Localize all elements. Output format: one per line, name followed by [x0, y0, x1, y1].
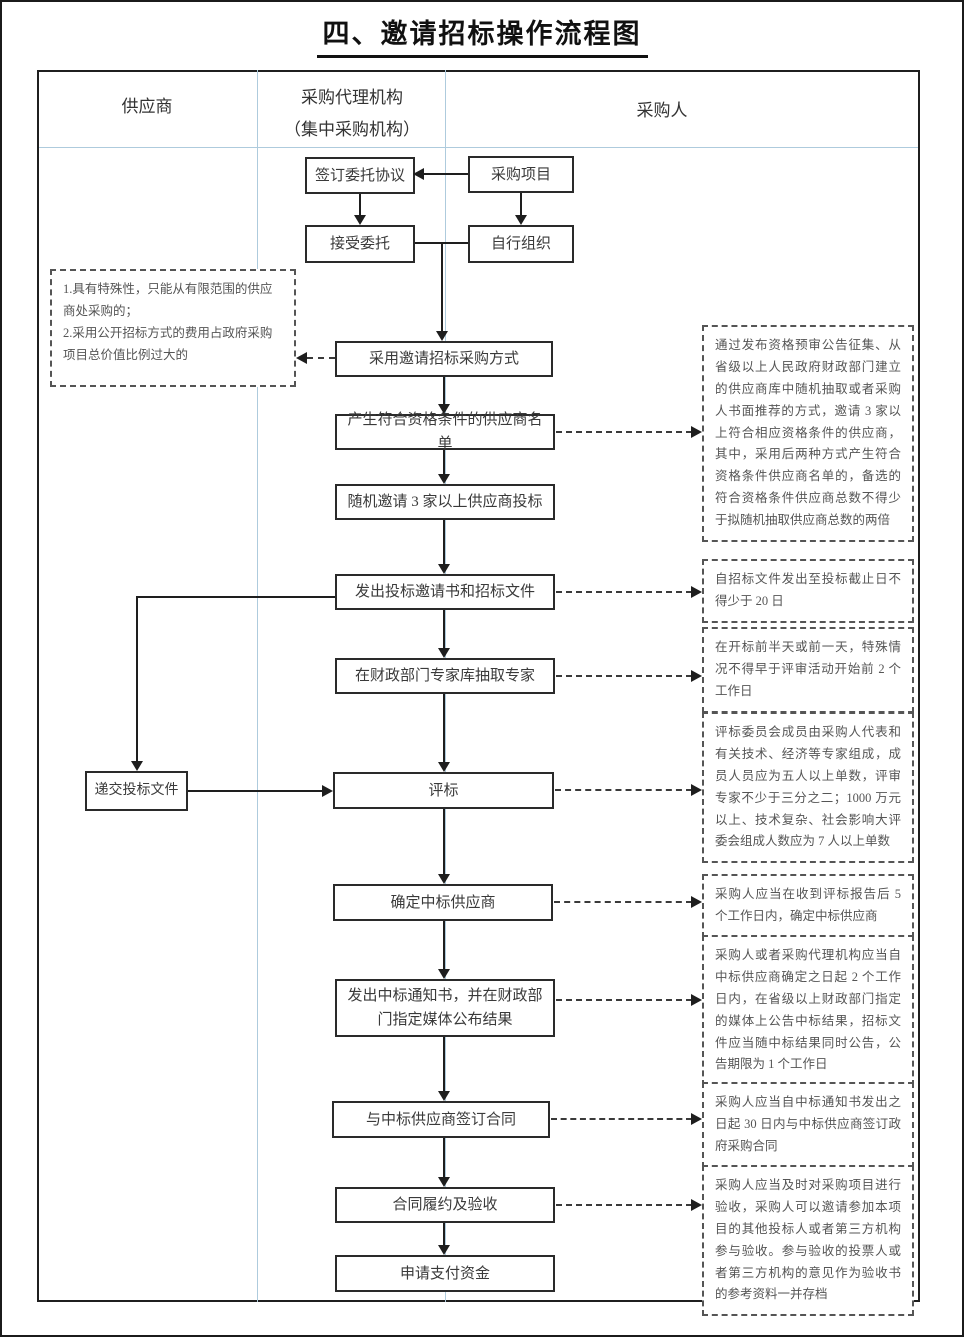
arrow-right-into-30days-note [691, 1113, 702, 1125]
arrow-down-into-apply-payment [438, 1245, 450, 1255]
arrow-down-into-submit-bid [131, 761, 143, 771]
box-determine-winner: 确定中标供应商 [333, 884, 553, 921]
line-project-down [520, 193, 522, 216]
arrow-down-into-draw-experts [438, 648, 450, 658]
arrow-down-into-evaluate [438, 762, 450, 772]
line-submit-to-evaluate [188, 790, 323, 792]
line-adopt-to-list [443, 377, 445, 405]
box-generate-list: 产生符合资格条件的供应商名单 [335, 412, 555, 452]
line-contract-to-acceptance [443, 1138, 445, 1178]
dashed-list-to-qualification [556, 431, 692, 433]
arrow-down-into-generate-list [438, 404, 450, 414]
line-invitation-elbow-vertical [136, 596, 138, 762]
box-submit-bid-documents: 递交投标文件 [85, 771, 188, 811]
box-issue-notice: 发出中标通知书，并在财政部门指定媒体公布结果 [335, 979, 555, 1037]
note-condition-1: 1.具有特殊性，只能从有限范围的供应商处采购的； [63, 282, 273, 318]
note-acceptance: 采购人应当及时对采购项目进行验收，采购人可以邀请参加本项目的其他投标人或者第三方… [702, 1165, 914, 1317]
flowchart-frame [37, 70, 920, 1302]
arrow-down-into-determine-winner [438, 874, 450, 884]
arrow-down-into-issue-invitation [438, 564, 450, 574]
arrow-right-into-evaluate [322, 785, 333, 797]
line-experts-to-evaluate [443, 694, 445, 763]
lane-header-supplier: 供应商 [121, 97, 173, 116]
box-apply-payment: 申请支付资金 [335, 1255, 555, 1292]
arrow-right-into-qualification-note [691, 426, 702, 438]
line-project-to-agreement [423, 173, 468, 175]
dashed-acceptance-to-note [556, 1204, 692, 1206]
dashed-winner-to-5days [554, 901, 692, 903]
box-sign-agreement: 签订委托协议 [305, 157, 415, 194]
lane-header-purchaser: 采购人 [636, 101, 688, 120]
line-list-to-random [443, 450, 445, 475]
arrow-down-into-accept [354, 215, 366, 225]
box-draw-experts: 在财政部门专家库抽取专家 [335, 658, 555, 694]
page-title: 四、邀请招标操作流程图 [2, 12, 962, 58]
arrow-down-into-acceptance [438, 1177, 450, 1187]
line-evaluate-to-winner [443, 809, 445, 875]
lane-header-agency: 采购代理机构 （集中采购机构） [264, 82, 440, 147]
lane-header-agency-line2: （集中采购机构） [284, 120, 420, 140]
arrow-left-into-sign-agreement [413, 168, 424, 180]
note-announce-2-days: 采购人或者采购代理机构应当自中标供应商确定之日起 2 个工作日内，在省级以上财政… [702, 935, 914, 1087]
page-title-text: 四、邀请招标操作流程图 [316, 12, 648, 58]
note-condition-2: 2.采用公开招标方式的费用占政府采购项目总价值比例过大的 [63, 325, 273, 362]
dashed-experts-to-timing [556, 675, 692, 677]
line-agreement-down [359, 194, 361, 216]
box-issue-invitation: 发出投标邀请书和招标文件 [335, 574, 555, 610]
box-procurement-project: 采购项目 [468, 156, 574, 193]
line-invitation-to-experts [443, 610, 445, 649]
box-random-invite: 随机邀请 3 家以上供应商投标 [335, 484, 555, 520]
lane-separator-left [257, 70, 258, 1302]
note-committee: 评标委员会成员由采购人代表和有关技术、经济等专家组成，成员人员应为五人以上单数，… [702, 712, 914, 864]
arrow-down-into-self-organize [515, 215, 527, 225]
note-expert-timing: 在开标前半天或前一天，特殊情况不得早于评审活动开始前 2 个工作日 [702, 627, 914, 713]
arrow-left-into-conditions-note [296, 352, 307, 364]
arrow-down-into-adopt-invitation [436, 331, 448, 341]
arrow-right-into-5days-note [691, 896, 702, 908]
box-sign-contract: 与中标供应商签订合同 [332, 1101, 550, 1138]
arrow-right-into-announce-note [691, 994, 702, 1006]
dashed-notice-to-announce [556, 999, 692, 1001]
line-notice-to-contract [443, 1037, 445, 1092]
dashed-evaluate-to-committee [555, 789, 692, 791]
arrow-down-into-sign-contract [438, 1091, 450, 1101]
arrow-down-into-issue-notice [438, 969, 450, 979]
box-contract-acceptance: 合同履约及验收 [335, 1187, 555, 1223]
box-adopt-invitation: 采用邀请招标采购方式 [335, 341, 553, 377]
note-invitation-conditions: 1.具有特殊性，只能从有限范围的供应商处采购的； 2.采用公开招标方式的费用占政… [50, 269, 296, 387]
arrow-right-into-acceptance-note [691, 1199, 702, 1211]
lane-header-agency-line1: 采购代理机构 [301, 88, 403, 107]
arrow-right-into-deadline-note [691, 586, 702, 598]
line-merge-down [441, 242, 443, 332]
arrow-right-into-timing-note [691, 670, 702, 682]
line-winner-to-notice [443, 921, 445, 970]
arrow-right-into-committee-note [691, 784, 702, 796]
line-invitation-elbow-horizontal [136, 596, 335, 598]
dashed-adopt-to-conditions [307, 357, 335, 359]
note-qualification: 通过发布资格预审公告征集、从省级以上人民政府财政部门建立的供应商库中随机抽取或者… [702, 325, 914, 542]
note-deadline-20-days: 自招标文件发出至投标截止日不得少于 20 日 [702, 559, 914, 623]
line-random-to-invitation [443, 520, 445, 565]
box-evaluate-bids: 评标 [333, 772, 554, 809]
header-separator [39, 147, 918, 148]
box-accept-entrustment: 接受委托 [305, 225, 415, 263]
line-acceptance-to-payment [443, 1223, 445, 1246]
note-contract-30-days: 采购人应当自中标通知书发出之日起 30 日内与中标供应商签订政府采购合同 [702, 1082, 914, 1168]
dashed-invitation-to-deadline [556, 591, 692, 593]
dashed-contract-to-30days [551, 1118, 692, 1120]
box-self-organize: 自行组织 [468, 225, 574, 263]
arrow-down-into-random-invite [438, 474, 450, 484]
note-determine-5-days: 采购人应当在收到评标报告后 5 个工作日内，确定中标供应商 [702, 874, 914, 938]
